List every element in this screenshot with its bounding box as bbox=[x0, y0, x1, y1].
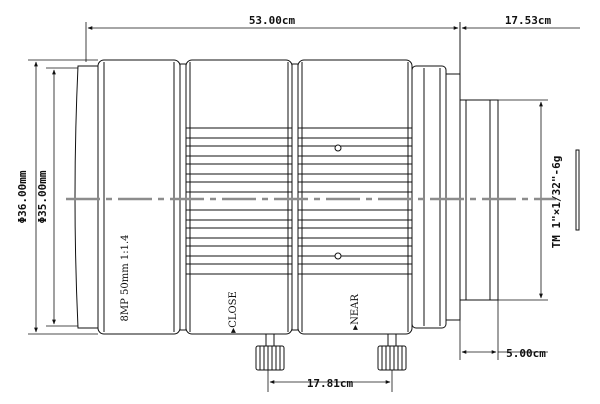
screw-icons bbox=[334, 144, 342, 260]
overall-length-label: 53.00cm bbox=[249, 14, 296, 27]
lens-body bbox=[74, 59, 580, 335]
thread-label: TM 1"×1/32"-6g bbox=[550, 156, 563, 249]
close-label: ▸CLOSE bbox=[228, 291, 239, 333]
near-label: ▸NEAR bbox=[350, 294, 361, 330]
knob-spacing-label: 17.81cm bbox=[307, 377, 354, 390]
lock-knob-near bbox=[377, 333, 407, 371]
mount-length-label: 17.53cm bbox=[505, 14, 552, 27]
flange-label: 5.00cm bbox=[506, 347, 546, 360]
lock-knob-close bbox=[255, 333, 285, 371]
spec-label: 8MP 50mm 1:1.4 bbox=[120, 234, 131, 321]
knurl-lines bbox=[186, 127, 412, 275]
inner-diameter-label: Φ35.00mm bbox=[36, 170, 49, 223]
outer-diameter-label: Φ36.00mm bbox=[16, 170, 29, 223]
